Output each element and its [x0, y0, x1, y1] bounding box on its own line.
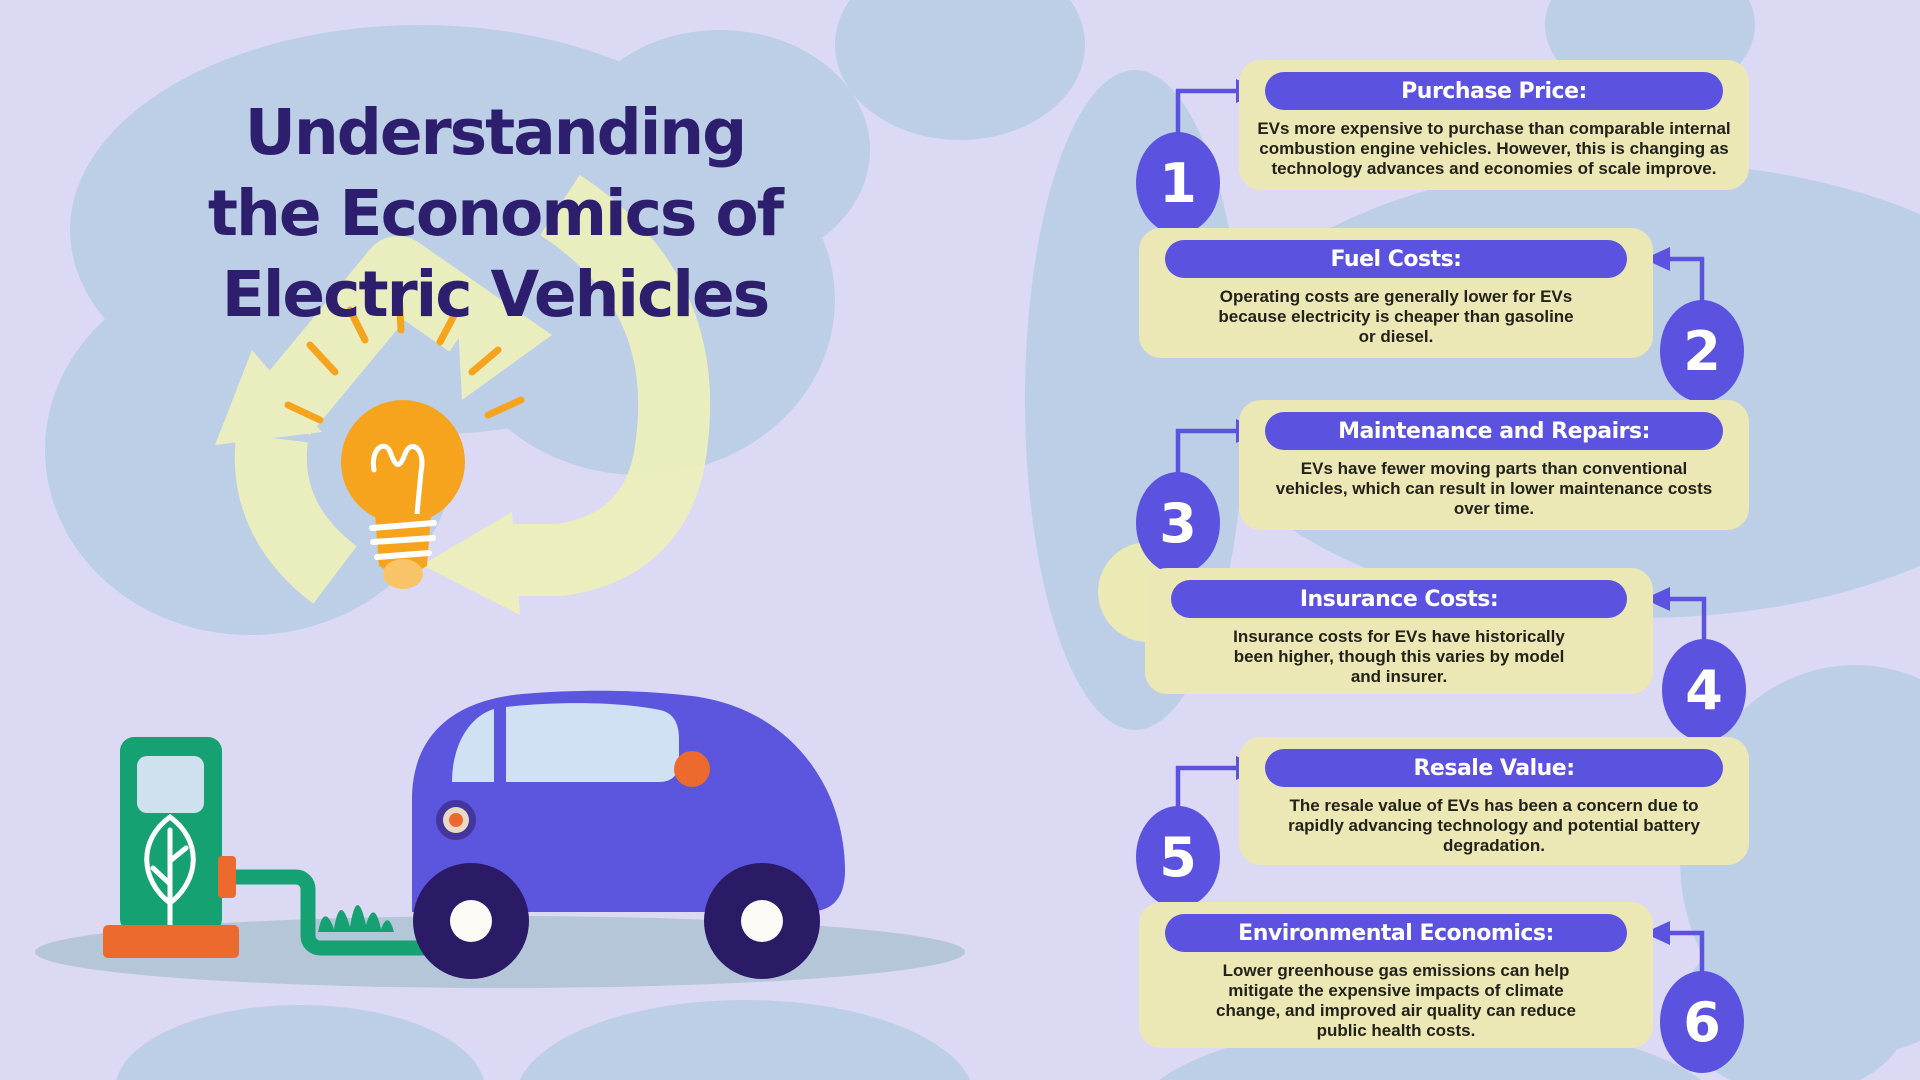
info-card: Fuel Costs: Operating costs are generall…	[1139, 228, 1653, 358]
card-body: EVs more expensive to purchase than comp…	[1257, 119, 1731, 178]
step-number: 4	[1685, 658, 1723, 722]
card-body: Lower greenhouse gas emissions can help …	[1216, 961, 1576, 1040]
step-number: 5	[1159, 825, 1197, 889]
card-title: Purchase Price:	[1401, 78, 1587, 104]
card-body: The resale value of EVs has been a conce…	[1288, 796, 1700, 855]
step-number-badge: 1	[1136, 132, 1220, 234]
step-number-badge: 3	[1136, 472, 1220, 574]
car-wheels	[413, 863, 820, 979]
card-title-pill: Insurance Costs:	[1171, 580, 1627, 618]
card-title: Insurance Costs:	[1299, 586, 1499, 612]
card-title-pill: Purchase Price:	[1265, 72, 1723, 110]
card-title: Fuel Costs:	[1330, 246, 1462, 272]
car-mirror	[674, 751, 710, 787]
grass-icon	[318, 904, 394, 932]
info-card: Resale Value: The resale value of EVs ha…	[1239, 737, 1749, 865]
car-window	[506, 703, 679, 782]
info-card: Insurance Costs: Insurance costs for EVs…	[1145, 568, 1653, 694]
step-number: 6	[1683, 990, 1721, 1054]
lightbulb-icon	[284, 289, 525, 589]
title-line-3: Electric Vehicles	[221, 258, 770, 331]
step-number-badge: 5	[1136, 806, 1220, 908]
title-line-1: Understanding	[244, 96, 748, 169]
ev-charger-icon	[103, 737, 239, 958]
card-body: Insurance costs for EVs have historicall…	[1233, 627, 1565, 686]
card-title-pill: Maintenance and Repairs:	[1265, 412, 1723, 450]
step-number-badge: 6	[1660, 971, 1744, 1073]
electric-car-icon	[412, 690, 845, 979]
bulb-rays	[284, 289, 525, 424]
card-title: Environmental Economics:	[1238, 920, 1554, 946]
info-card: Purchase Price: EVs more expensive to pu…	[1239, 60, 1749, 190]
card-body: Operating costs are generally lower for …	[1218, 287, 1574, 346]
step-number-badge: 2	[1660, 300, 1744, 402]
title-line-2: the Economics of	[207, 177, 784, 250]
car-windshield	[452, 709, 494, 782]
step-number: 1	[1159, 151, 1197, 215]
charge-port	[436, 800, 476, 840]
page-title: Understanding the Economics of Electric …	[130, 92, 860, 335]
info-card: Maintenance and Repairs: EVs have fewer …	[1239, 400, 1749, 530]
card-body: EVs have fewer moving parts than convent…	[1275, 459, 1713, 518]
step-number: 3	[1159, 491, 1197, 555]
card-title: Resale Value:	[1413, 755, 1575, 781]
card-title-pill: Resale Value:	[1265, 749, 1723, 787]
card-title: Maintenance and Repairs:	[1338, 418, 1650, 444]
step-number-badge: 4	[1662, 639, 1746, 741]
recycle-arrows-icon	[215, 174, 711, 615]
card-title-pill: Environmental Economics:	[1165, 914, 1627, 952]
leaf-icon	[144, 813, 196, 931]
step-number: 2	[1683, 319, 1721, 383]
card-title-pill: Fuel Costs:	[1165, 240, 1627, 278]
info-card: Environmental Economics: Lower greenhous…	[1139, 902, 1653, 1048]
